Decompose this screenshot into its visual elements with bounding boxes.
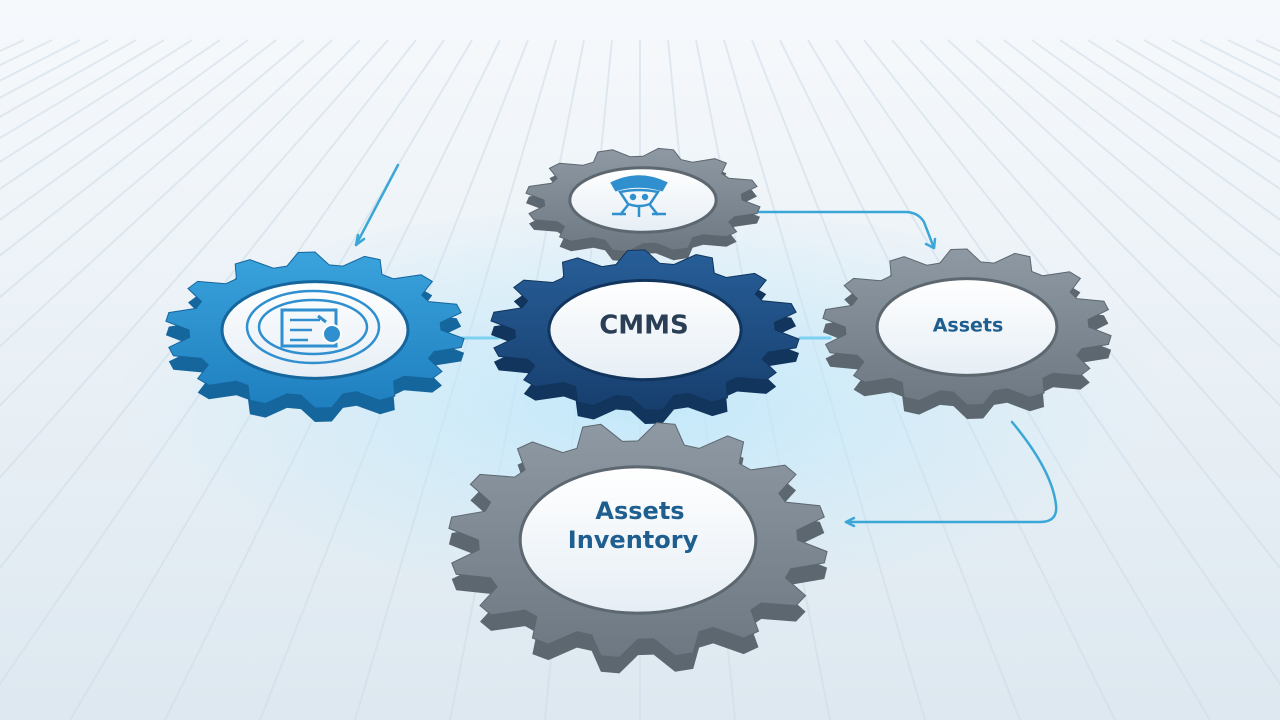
arrowhead-top-right — [924, 237, 937, 250]
gear-assets-inventory-label-line1: Assets — [595, 497, 684, 525]
gear-document — [165, 251, 465, 422]
gear-assets-inventory-label-line2: Inventory — [568, 526, 699, 554]
arrowhead-bottom — [844, 516, 856, 528]
gear-cmms-face-content: CMMS — [599, 311, 689, 341]
gear-assets — [822, 248, 1112, 419]
connector-arrow-top-left — [354, 163, 400, 247]
gear-cmms-label: CMMS — [599, 311, 689, 341]
document-search-icon — [245, 289, 381, 365]
gear-assets-inventory-face-content: Assets Inventory — [568, 497, 699, 554]
gear-assets-label: Assets — [933, 315, 1004, 337]
gears — [165, 147, 1112, 674]
connector-top-right — [750, 210, 936, 250]
connector-right-bottom — [844, 420, 1058, 524]
gear-assets-face-content: Assets — [933, 315, 1004, 337]
gear-maintenance — [525, 147, 761, 262]
gear-cmms — [490, 249, 800, 424]
arrowhead-top-left — [354, 233, 366, 247]
maintenance-bot-icon — [610, 175, 668, 217]
gear-assets-inventory — [448, 422, 828, 674]
